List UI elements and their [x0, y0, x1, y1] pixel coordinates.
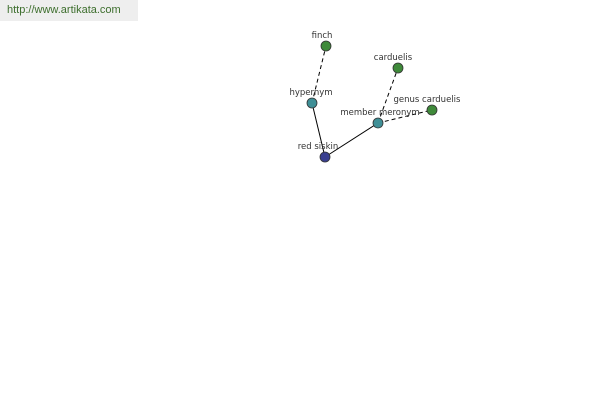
label-genus-carduelis: genus carduelis — [394, 95, 461, 105]
edge-center-hypernym — [311, 102, 326, 158]
node-member-meronym[interactable] — [372, 117, 384, 129]
label-member-meronym: member meronym — [340, 108, 419, 118]
edge-hypernym-finch — [311, 45, 327, 104]
label-hypernym: hypernym — [289, 88, 332, 98]
node-hypernym[interactable] — [306, 97, 318, 109]
edge-meronym-carduelis — [377, 67, 399, 124]
node-genus-carduelis[interactable] — [426, 104, 438, 116]
label-carduelis: carduelis — [374, 53, 413, 63]
label-red-siskin: red siskin — [298, 142, 339, 152]
node-red-siskin[interactable] — [319, 151, 331, 163]
node-carduelis[interactable] — [392, 62, 404, 74]
label-finch: finch — [312, 31, 333, 41]
url-text[interactable]: http://www.artikata.com — [0, 0, 138, 21]
edge-center-member-meronym — [324, 122, 379, 158]
node-finch[interactable] — [320, 40, 332, 52]
edge-meronym-genus-carduelis — [377, 109, 433, 124]
